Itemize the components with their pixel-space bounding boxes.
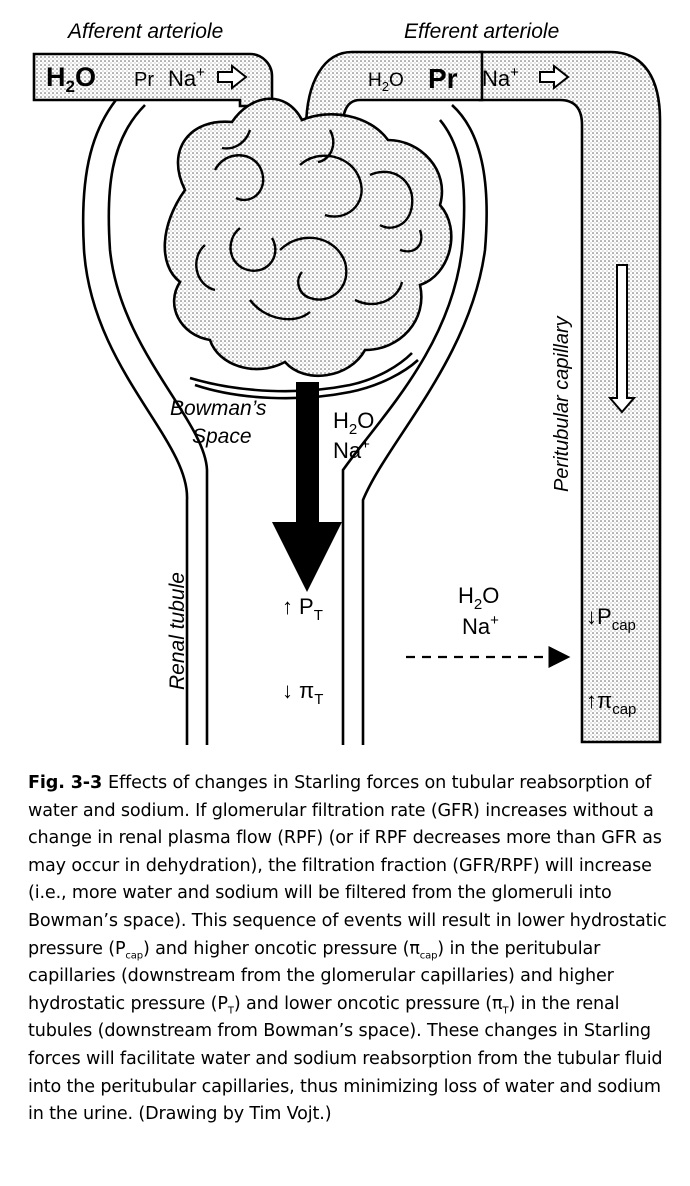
- afferent-arteriole: [32, 52, 274, 108]
- filtration-arrow: [272, 382, 342, 592]
- afferent-label: Afferent arteriole: [66, 20, 223, 43]
- caption-text-4: ) and lower oncotic pressure (π: [233, 993, 503, 1014]
- caption-sub-2: cap: [419, 950, 438, 962]
- caption-sub-1: cap: [125, 950, 143, 962]
- efferent-label: Efferent arteriole: [404, 20, 559, 43]
- center-na: Na+: [333, 436, 370, 463]
- caption-text-1: Effects of changes in Starling forces on…: [28, 773, 667, 959]
- efferent-flow-arrow: [539, 63, 570, 91]
- afferent-flow-arrow: [217, 63, 248, 91]
- peritubular-capillary: [478, 50, 662, 744]
- nephron-diagram: Afferent arteriole Efferent arteriole H2…: [32, 20, 662, 745]
- bowmans-label-2: Space: [192, 425, 252, 448]
- peritubular-label: Peritubular capillary: [551, 315, 573, 492]
- picap-label: ↑πcap: [586, 688, 636, 718]
- afferent-pr: Pr: [134, 69, 154, 91]
- renal-tubule-label: Renal tubule: [166, 572, 189, 690]
- efferent-na: Na+: [482, 64, 519, 91]
- right-na: Na+: [462, 612, 499, 639]
- pit-label: ↓πT: [282, 678, 323, 708]
- caption-sub-3: T: [227, 1005, 234, 1017]
- glomerulus: [163, 97, 453, 377]
- efferent-h2o: H2O: [368, 70, 404, 94]
- figure-number: Fig. 3-3: [28, 773, 103, 793]
- caption-text-3: ) in the peritubular capillaries (downst…: [28, 938, 614, 1014]
- afferent-h2o: H2O: [46, 62, 96, 96]
- pcap-label: ↓Pcap: [586, 604, 636, 634]
- center-h2o: H2O: [333, 408, 374, 438]
- caption-text-2: ) and higher oncotic pressure (π: [142, 938, 420, 959]
- pt-label: ↑PT: [282, 594, 323, 624]
- afferent-na: Na+: [168, 64, 205, 91]
- caption-text-5: ) in the renal tubules (downstream from …: [28, 993, 663, 1125]
- renal-tubule-walls: [81, 79, 488, 745]
- right-h2o: H2O: [458, 583, 499, 613]
- caption-sub-4: T: [502, 1005, 509, 1017]
- efferent-pr: Pr: [428, 63, 458, 94]
- bowmans-label-1: Bowman’s: [170, 397, 267, 420]
